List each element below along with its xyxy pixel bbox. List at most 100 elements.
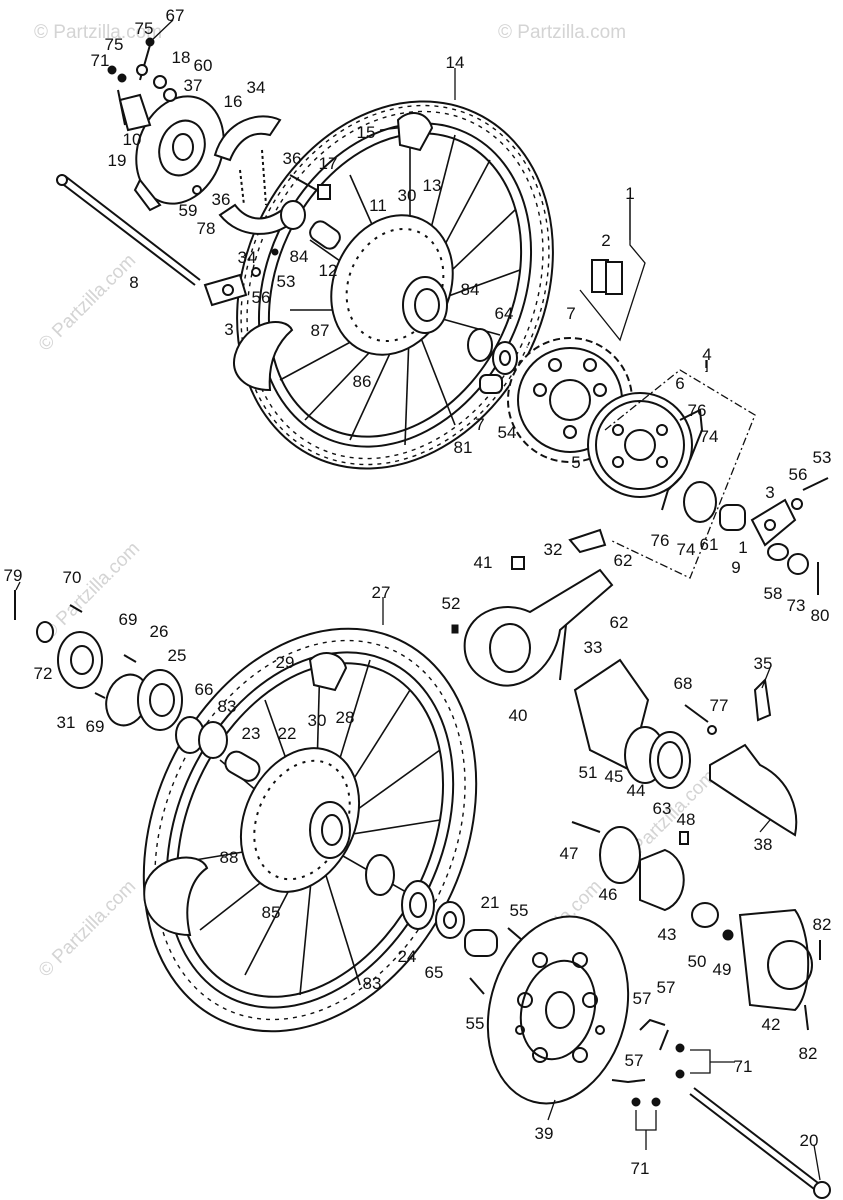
part-number-label: 17 (319, 154, 338, 173)
part-number-label: 27 (372, 583, 391, 602)
part-number-label: 77 (710, 696, 729, 715)
front-hub-parts (365, 854, 523, 995)
front-brake-speedo-parts (451, 528, 821, 1031)
part-number-label: 8 (129, 273, 138, 292)
watermark: © Partzilla.com (35, 876, 140, 981)
part-number-label: 1 (738, 538, 747, 557)
part-number-label: 54 (498, 423, 517, 442)
part-number-label: 65 (425, 963, 444, 982)
part-number-label: 76 (651, 531, 670, 550)
part-number-label: 85 (262, 903, 281, 922)
part-number-label: 60 (194, 56, 213, 75)
part-number-label: 29 (276, 653, 295, 672)
part-number-label: 69 (86, 717, 105, 736)
part-number-label: 51 (579, 763, 598, 782)
watermark: © Partzilla.com (35, 250, 140, 355)
part-number-label: 81 (454, 438, 473, 457)
part-number-label: 68 (674, 674, 693, 693)
part-number-label: 13 (423, 176, 442, 195)
part-number-label: 58 (764, 584, 783, 603)
part-number-label: 56 (252, 288, 271, 307)
rear-brake-shoes (192, 115, 294, 235)
part-number-label: 37 (184, 76, 203, 95)
part-number-label: 43 (658, 925, 677, 944)
part-number-label: 14 (446, 53, 465, 72)
leader-lines (15, 19, 821, 1181)
part-number-label: 35 (754, 654, 773, 673)
part-number-label: 72 (34, 664, 53, 683)
part-number-label: 15 (357, 123, 376, 142)
watermark: © Partzilla.com (498, 22, 626, 43)
part-number-label: 40 (509, 706, 528, 725)
part-number-label: 34 (247, 78, 266, 97)
part-number-label: 49 (713, 960, 732, 979)
part-number-label: 69 (119, 610, 138, 629)
front-tire (142, 627, 478, 1033)
part-number-label: 41 (474, 553, 493, 572)
part-number-label: 83 (363, 974, 382, 993)
part-number-label: 57 (657, 978, 676, 997)
front-brake-disc (486, 915, 630, 1105)
part-number-label: 44 (627, 781, 646, 800)
part-number-label: 6 (675, 374, 684, 393)
part-number-label: 9 (731, 558, 740, 577)
part-number-label: 38 (754, 835, 773, 854)
part-number-label: 79 (4, 566, 23, 585)
rear-wheel-assembly (233, 100, 554, 470)
part-number-label: 48 (677, 810, 696, 829)
part-number-label: 62 (610, 613, 629, 632)
part-number-label: 84 (461, 280, 480, 299)
part-number-label: 1 (625, 184, 634, 203)
front-rim-band (308, 652, 348, 692)
part-number-label: 87 (311, 321, 330, 340)
part-number-label: 53 (277, 272, 296, 291)
part-number-label: 76 (688, 401, 707, 420)
part-number-label: 21 (481, 893, 500, 912)
part-number-label: 34 (238, 248, 257, 267)
part-number-label: 71 (631, 1159, 650, 1178)
part-number-label: 56 (789, 465, 808, 484)
part-number-label: 2 (601, 231, 610, 250)
part-number-label: 32 (544, 540, 563, 559)
front-hub (239, 747, 361, 893)
watermark: © Partzilla.com (34, 22, 162, 43)
part-number-label: 71 (734, 1057, 753, 1076)
part-number-label: 31 (57, 713, 76, 732)
part-number-label: 82 (799, 1044, 818, 1063)
rear-hub (330, 214, 454, 356)
part-number-label: 84 (290, 247, 309, 266)
part-number-label: 80 (811, 606, 830, 625)
part-number-label: 16 (224, 92, 243, 111)
part-number-label: 46 (599, 885, 618, 904)
part-number-label: 55 (466, 1014, 485, 1033)
part-number-label: 62 (614, 551, 633, 570)
part-number-label: 18 (172, 48, 191, 67)
part-number-label: 64 (495, 304, 514, 323)
part-number-label: 42 (762, 1015, 781, 1034)
part-number-label: 71 (91, 51, 110, 70)
part-number-label: 7 (475, 415, 484, 434)
part-number-label: 7 (566, 304, 575, 323)
part-number-label: 30 (308, 711, 327, 730)
front-wheel-assembly (142, 627, 478, 1033)
part-number-label: 47 (560, 844, 579, 863)
part-number-label: 3 (224, 320, 233, 339)
part-number-label: 86 (353, 372, 372, 391)
rear-tire-cutaway (233, 321, 294, 392)
part-number-label: 73 (787, 596, 806, 615)
part-number-label: 55 (510, 901, 529, 920)
part-number-label: 4 (702, 345, 711, 364)
part-number-label: 78 (197, 219, 216, 238)
part-number-label: 82 (813, 915, 832, 934)
part-number-label: 53 (813, 448, 832, 467)
part-number-label: 66 (195, 680, 214, 699)
group-bracket-4 (604, 360, 756, 579)
part-number-label: 63 (653, 799, 672, 818)
part-number-label: 88 (220, 848, 239, 867)
part-number-label: 50 (688, 952, 707, 971)
part-number-label: 74 (677, 540, 696, 559)
front-tire-cutaway (143, 856, 209, 937)
rear-rim (267, 132, 523, 438)
